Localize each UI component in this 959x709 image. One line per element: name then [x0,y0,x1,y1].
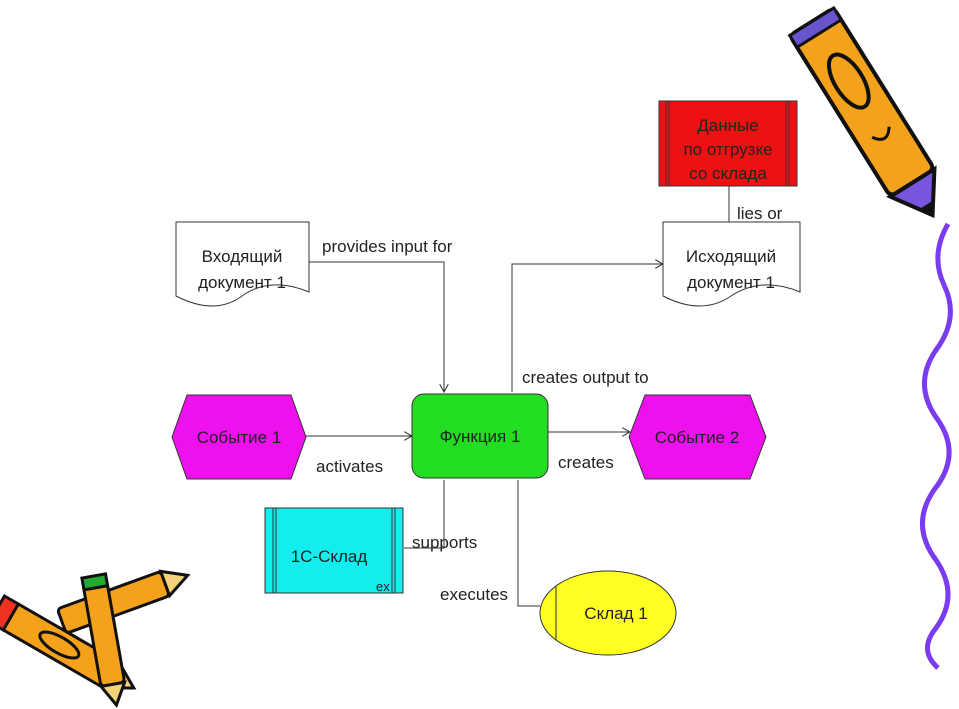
node-function[interactable]: Функция 1 [411,393,549,479]
edge-executes [517,480,540,607]
output-doc-line1: Исходящий [686,247,776,266]
label-supports: supports [412,533,477,552]
node-system-suffix: ex [376,579,390,594]
node-output-document[interactable]: Исходящий документ 1 [662,221,801,307]
node-data-line3: со склада [689,164,767,183]
node-data-line1: Данные [697,116,758,135]
node-system-label: 1С-Склад [291,547,368,566]
input-doc-line2: документ 1 [198,273,286,292]
node-org-unit[interactable]: Склад 1 [539,570,677,656]
node-event-2-label: Событие 2 [655,428,740,447]
crossed-pencils-icon [0,569,191,708]
label-executes: executes [440,585,508,604]
node-input-document[interactable]: Входящий документ 1 [175,221,310,307]
node-org-unit-label: Склад 1 [584,604,647,623]
node-event-1[interactable]: Событие 1 [171,394,307,480]
node-function-label: Функция 1 [440,427,521,446]
node-event-1-label: Событие 1 [197,428,282,447]
node-data[interactable]: Данные по отгрузке со склада [658,100,798,187]
label-lies-on: lies or [737,204,783,223]
edge-provides-input [300,261,444,392]
node-data-line2: по отгрузке [683,140,772,159]
edge-creates-output [511,264,663,392]
label-creates: creates [558,453,614,472]
label-provides-input: provides input for [322,237,453,256]
node-system[interactable]: 1С-Склад ex [264,507,404,594]
wavy-line [920,222,953,670]
label-creates-output: creates output to [522,368,649,387]
node-event-2[interactable]: Событие 2 [628,394,767,480]
input-doc-line1: Входящий [202,247,283,266]
pencil-icon [787,5,937,219]
edge-supports [404,480,445,549]
label-activates: activates [316,457,383,476]
output-doc-line2: документ 1 [687,273,775,292]
connectors [300,186,730,607]
